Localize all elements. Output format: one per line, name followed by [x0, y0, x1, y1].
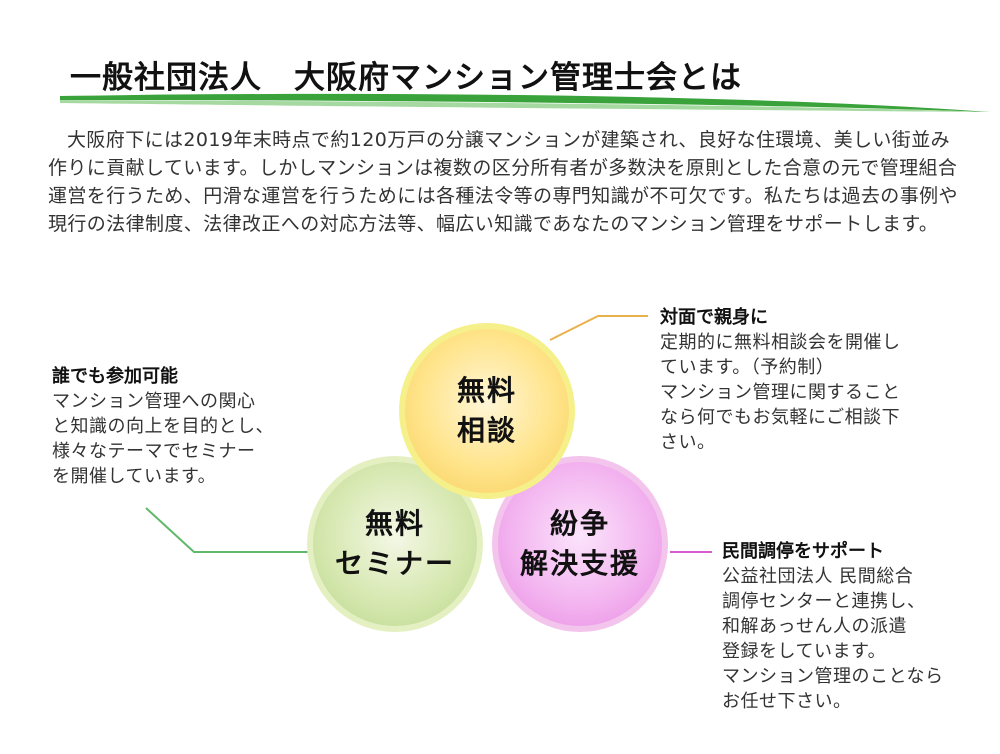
circle-free-seminar: 無料 セミナー [307, 456, 483, 632]
circle-free-consultation: 無料 相談 [399, 323, 575, 499]
title-underline-swoosh [60, 93, 990, 112]
feature-dispute-heading: 民間調停をサポート [722, 541, 884, 562]
page-title: 一般社団法人 大阪府マンション管理士会とは [70, 60, 742, 96]
feature-seminar-body: マンション管理への関心 と知識の向上を目的とし、 様々なテーマでセミナー を開催… [52, 391, 274, 487]
circle-dispute-line1: 紛争 [549, 507, 610, 540]
feature-consultation-heading: 対面で親身に [660, 307, 768, 328]
circle-consult-line2: 相談 [456, 414, 517, 447]
circle-dispute-line2: 解決支援 [519, 547, 640, 580]
feature-seminar: 誰でも参加可能 マンション管理への関心 と知識の向上を目的とし、 様々なテーマで… [52, 364, 322, 489]
feature-seminar-heading: 誰でも参加可能 [52, 366, 178, 387]
circle-consult-line1: 無料 [456, 374, 517, 407]
circle-seminar-line2: セミナー [334, 547, 455, 580]
feature-consultation: 対面で親身に 定期的に無料相談会を開催し ています。（予約制） マンション管理に… [660, 305, 960, 455]
intro-paragraph: 大阪府下には2019年末時点で約120万戸の分譲マンションが建築され、良好な住環… [48, 129, 958, 235]
connector-seminar [145, 507, 308, 553]
feature-dispute-body: 公益社団法人 民間総合 調停センターと連携し、 和解あっせん人の派遣 登録をして… [722, 566, 944, 712]
feature-consultation-body: 定期的に無料相談会を開催し ています。（予約制） マンション管理に関すること な… [660, 332, 901, 453]
connector-consult [549, 315, 648, 341]
circle-seminar-line1: 無料 [364, 507, 425, 540]
feature-dispute: 民間調停をサポート 公益社団法人 民間総合 調停センターと連携し、 和解あっせん… [722, 539, 992, 714]
